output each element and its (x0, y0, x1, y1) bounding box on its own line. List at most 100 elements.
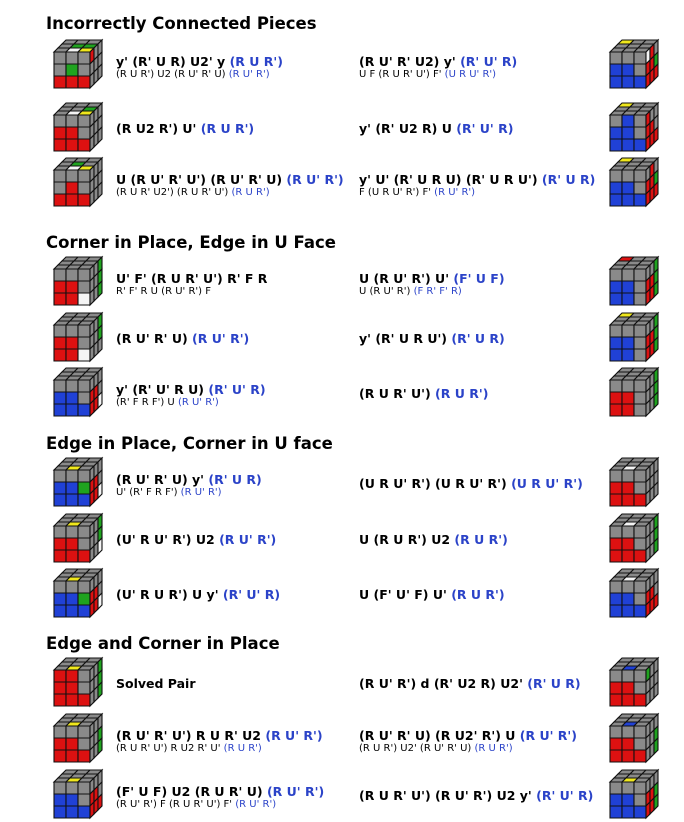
front-sticker (65, 75, 79, 89)
front-sticker (65, 63, 79, 77)
algorithm-main: y' (R' U R U') (R' U R) (359, 332, 505, 346)
front-sticker (621, 193, 635, 207)
front-sticker (77, 592, 91, 606)
front-sticker (621, 391, 635, 405)
algorithm-text: (U R U' R') (U R U' R') (359, 476, 507, 491)
alt-blue-text: (R U' R') (434, 187, 476, 198)
front-sticker (65, 481, 79, 495)
algorithm-blue-text: (R' U R) (451, 331, 505, 346)
front-sticker (621, 693, 635, 707)
front-sticker (621, 469, 635, 483)
front-sticker (633, 693, 647, 707)
front-sticker (609, 805, 623, 819)
alt-text: U (R U' R') (359, 286, 411, 297)
algorithm-blue-text: (R U R') (435, 386, 489, 401)
side-sticker (97, 180, 103, 200)
alt-blue-text: (R U' R') (177, 397, 219, 408)
front-sticker (633, 604, 647, 618)
front-sticker (53, 592, 67, 606)
alt-text: R' F' R U (R U' R') F (116, 286, 211, 297)
front-sticker (77, 268, 91, 282)
side-sticker (653, 536, 659, 556)
front-sticker (633, 725, 647, 739)
front-sticker (77, 126, 91, 140)
side-sticker (97, 736, 103, 756)
front-sticker (621, 781, 635, 795)
front-sticker (53, 169, 67, 183)
front-sticker (53, 193, 67, 207)
front-sticker (53, 580, 67, 594)
front-sticker (53, 391, 67, 405)
front-sticker (633, 169, 647, 183)
algorithm-text: y' (R' U R) U2' y (116, 54, 226, 69)
side-sticker (97, 390, 103, 410)
algorithm-alternative: F (U R U' R') F' (R U' R') (359, 187, 595, 199)
front-sticker (53, 268, 67, 282)
front-sticker (53, 749, 67, 763)
front-sticker (621, 604, 635, 618)
algorithm-blue-text: (R U' R') (519, 728, 577, 743)
front-sticker (633, 481, 647, 495)
front-sticker (77, 693, 91, 707)
alt-blue-text: (R U R') (231, 187, 270, 198)
alt-blue-text: (U R U' R') (444, 69, 497, 80)
front-sticker (53, 379, 67, 393)
front-sticker (609, 51, 623, 65)
front-sticker (621, 525, 635, 539)
front-sticker (77, 493, 91, 507)
front-sticker (65, 592, 79, 606)
front-sticker (77, 403, 91, 417)
front-sticker (621, 403, 635, 417)
front-sticker (53, 63, 67, 77)
cube-diagram (52, 512, 104, 564)
algorithm-text: y' (R' U' R U) (116, 382, 205, 397)
front-sticker (77, 580, 91, 594)
algorithm-main: U (R U' R' U') (R U' R' U) (R U' R') (116, 173, 344, 187)
algorithm: (R U R' U') (R U' R') U2 y' (R' U' R) (359, 789, 593, 803)
algorithm-alternative: (R U' R') F (R U R' U') F' (R U' R') (116, 799, 324, 811)
front-sticker (609, 737, 623, 751)
side-sticker (653, 279, 659, 299)
cube-diagram (608, 101, 660, 153)
cube-diagram (608, 38, 660, 90)
side-sticker (653, 736, 659, 756)
front-sticker (633, 805, 647, 819)
front-sticker (65, 681, 79, 695)
algorithm-blue-text: (R U' R') (219, 532, 277, 547)
front-sticker (609, 138, 623, 152)
algorithm: y' (R' U R U') (R' U R) (359, 332, 505, 346)
front-sticker (621, 737, 635, 751)
algorithm-text: (R U' R') d (R' U2 R) U2' (359, 676, 523, 691)
algorithm-main: y' U' (R' U R U) (R' U R U') (R' U R) (359, 173, 595, 187)
alt-text: U' (R' F R F') (116, 487, 178, 498)
front-sticker (621, 169, 635, 183)
algorithm-main: Solved Pair (116, 677, 196, 691)
algorithm-alternative: U (R U' R') (F R' F' R) (359, 286, 505, 298)
side-sticker (653, 390, 659, 410)
algorithm-text: (R U' R' U) (116, 331, 188, 346)
cube-diagram (608, 512, 660, 564)
algorithm-main: U (F' U' F) U' (R U R') (359, 588, 505, 602)
side-sticker (653, 335, 659, 355)
front-sticker (65, 749, 79, 763)
front-sticker (621, 280, 635, 294)
front-sticker (65, 525, 79, 539)
front-sticker (65, 336, 79, 350)
front-sticker (609, 114, 623, 128)
cube-diagram (608, 255, 660, 307)
front-sticker (609, 75, 623, 89)
algorithm-main: y' (R' U' R U) (R' U' R) (116, 383, 266, 397)
front-sticker (609, 268, 623, 282)
front-sticker (77, 469, 91, 483)
side-sticker (653, 480, 659, 500)
algorithm: U' F' (R U R' U') R' F R R' F' R U (R U'… (116, 272, 267, 298)
front-sticker (77, 292, 91, 306)
algorithm-blue-text: (U R U' R') (511, 476, 583, 491)
front-sticker (621, 51, 635, 65)
side-sticker (653, 125, 659, 145)
front-sticker (621, 348, 635, 362)
algorithm: (R U' R' U) (R U' R') (116, 332, 249, 346)
side-sticker (97, 792, 103, 812)
algorithm-text: (R U' R' U2) y' (359, 54, 456, 69)
front-sticker (77, 324, 91, 338)
